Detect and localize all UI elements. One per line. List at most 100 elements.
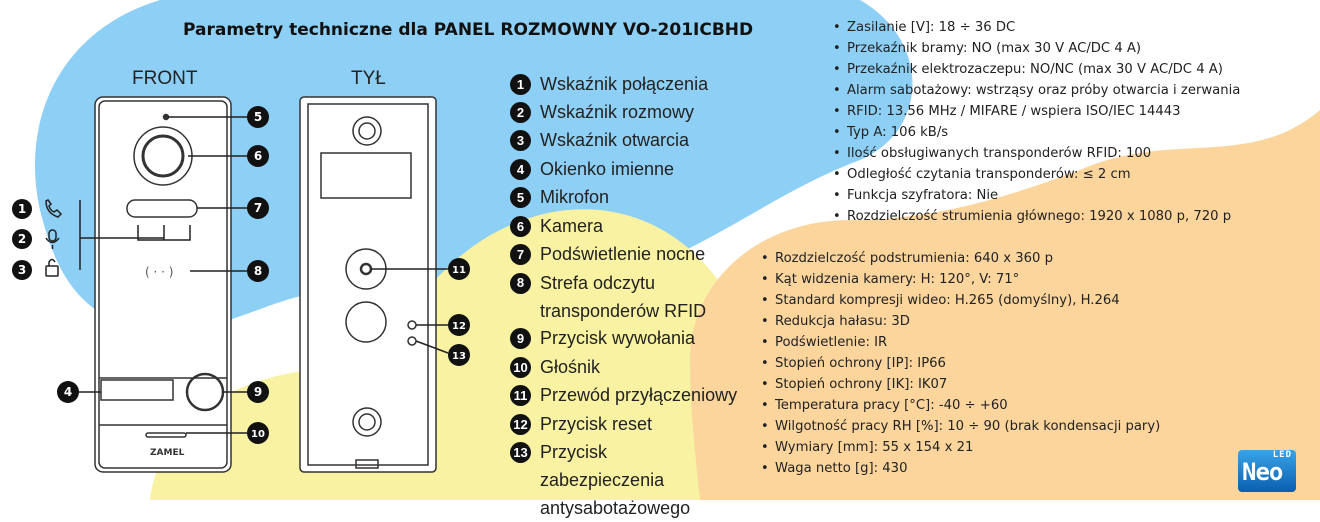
legend-item: 6 Kamera — [510, 212, 737, 240]
spec-item: Rozdzielczość podstrumienia: 640 x 360 p — [775, 248, 1160, 269]
svg-text:13: 13 — [452, 351, 466, 362]
specs-list-bottom: Rozdzielczość podstrumienia: 640 x 360 p… — [775, 248, 1160, 479]
legend-text: Wskaźnik otwarcia — [540, 130, 690, 151]
svg-text:12: 12 — [452, 321, 466, 332]
legend-text: Okienko imienne — [540, 158, 675, 179]
legend-item: 11 Przewód przyłączeniowy — [510, 382, 737, 410]
spec-item: Typ A: 106 kB/s — [847, 122, 1240, 143]
badge-11: 11 — [448, 258, 470, 280]
badge-8: 8 — [247, 260, 269, 282]
badge-4: 4 — [57, 381, 79, 403]
page-title: Parametry techniczne dla PANEL ROZMOWNY … — [183, 20, 754, 40]
legend-number: 12 — [510, 413, 531, 435]
badge-10: 10 — [247, 422, 269, 444]
front-panel: ZAMEL ( · · ) — [79, 96, 232, 473]
legend-text: Przycisk zabezpieczenia antysabotażowego — [540, 442, 691, 519]
spec-item: Stopień ochrony [IK]: IK07 — [775, 374, 1160, 395]
legend-item: 7 Podświetlenie nocne — [510, 240, 737, 268]
badge-1: 1 — [12, 199, 32, 219]
indicator-icons — [45, 199, 63, 277]
svg-text:4: 4 — [64, 385, 72, 399]
legend-number: 13 — [510, 442, 531, 464]
spec-item: Przekaźnik bramy: NO (max 30 V AC/DC 4 A… — [847, 38, 1240, 59]
spec-item: Alarm sabotażowy: wstrząsy oraz próby ot… — [847, 80, 1240, 101]
svg-text:6: 6 — [254, 149, 262, 163]
spec-item: Kąt widzenia kamery: H: 120°, V: 71° — [775, 269, 1160, 290]
phone-icon — [45, 199, 63, 218]
logo-neo-text: Neo — [1242, 458, 1283, 486]
legend-number: 2 — [510, 102, 531, 124]
badge-7: 7 — [247, 197, 269, 219]
legend-item: 2 Wskaźnik rozmowy — [510, 98, 737, 126]
spec-item: Standard kompresji wideo: H.265 (domyśln… — [775, 290, 1160, 311]
legend-number: 7 — [510, 244, 531, 266]
back-panel — [299, 96, 437, 473]
legend-number: 3 — [510, 130, 531, 152]
specs-list-top: Zasilanie [V]: 18 ÷ 36 DC Przekaźnik bra… — [847, 17, 1240, 227]
spec-item: Redukcja hałasu: 3D — [775, 311, 1160, 332]
legend-text: Strefa odczytu transponderów RFID — [540, 272, 707, 321]
brand-text: ZAMEL — [150, 448, 185, 458]
legend-item: 13 Przycisk zabezpieczenia antysabotażowe… — [510, 438, 730, 522]
spec-item: Przekaźnik elektrozaczepu: NO/NC (max 30… — [847, 59, 1240, 80]
svg-text:11: 11 — [452, 265, 466, 276]
callout-badges: 5 6 7 8 4 9 10 11 12 13 1 2 3 — [12, 106, 470, 444]
legend-item: 12 Przycisk reset — [510, 410, 737, 438]
spec-item: Zasilanie [V]: 18 ÷ 36 DC — [847, 17, 1240, 38]
microphone-icon — [45, 229, 60, 249]
legend-text: Wskaźnik rozmowy — [540, 102, 695, 123]
badge-12: 12 — [448, 314, 470, 336]
legend-number: 5 — [510, 187, 531, 209]
legend-list: 1 Wskaźnik połączenia 2 Wskaźnik rozmowy 3… — [510, 70, 737, 522]
spec-item: Temperatura pracy [°C]: -40 ÷ +60 — [775, 395, 1160, 416]
legend-number: 11 — [510, 385, 531, 407]
legend-text: Głośnik — [540, 356, 601, 377]
back-label: TYŁ — [351, 68, 386, 89]
legend-number: 10 — [510, 356, 531, 378]
legend-number: 8 — [510, 272, 531, 294]
legend-text: Przewód przyłączeniowy — [540, 385, 738, 406]
svg-text:8: 8 — [254, 264, 262, 278]
spec-item: Funkcja szyfratora: Nie — [847, 185, 1240, 206]
spec-item: Wilgotność pracy RH [%]: 10 ÷ 90 (brak k… — [775, 416, 1160, 437]
svg-text:( · · ): ( · · ) — [145, 265, 173, 279]
legend-item: 8 Strefa odczytu transponderów RFID — [510, 269, 710, 325]
svg-text:10: 10 — [251, 429, 265, 440]
svg-text:2: 2 — [18, 232, 26, 246]
unlock-icon — [45, 258, 59, 277]
spec-item: Waga netto [g]: 430 — [775, 458, 1160, 479]
svg-text:5: 5 — [254, 110, 262, 124]
legend-number: 6 — [510, 215, 531, 237]
legend-number: 1 — [510, 73, 531, 95]
spec-item: Ilość obsługiwanych transponderów RFID: … — [847, 143, 1240, 164]
legend-item: 1 Wskaźnik połączenia — [510, 70, 737, 98]
badge-13: 13 — [448, 344, 470, 366]
device-drawings: ZAMEL ( · · ) 5 6 7 8 4 9 10 11 12 13 1 … — [12, 96, 470, 473]
legend-text: Kamera — [540, 215, 604, 236]
ledneo-logo: LED Neo — [1238, 450, 1296, 492]
svg-text:9: 9 — [254, 385, 262, 399]
badge-2: 2 — [12, 229, 32, 249]
spec-item: RFID: 13.56 MHz / MIFARE / wspiera ISO/I… — [847, 101, 1240, 122]
legend-text: Podświetlenie nocne — [540, 244, 706, 265]
front-label: FRONT — [132, 68, 198, 89]
spec-item: Odległość czytania transponderów: ≤ 2 cm — [847, 164, 1240, 185]
legend-item: 3 Wskaźnik otwarcia — [510, 127, 737, 155]
callout-lines — [78, 116, 449, 434]
badge-6: 6 — [247, 145, 269, 167]
svg-text:3: 3 — [18, 263, 26, 277]
blue-blob — [35, 0, 913, 330]
badge-3: 3 — [12, 260, 32, 280]
badge-5: 5 — [247, 106, 269, 128]
svg-text:7: 7 — [254, 201, 262, 215]
spec-item: Podświetlenie: IR — [775, 332, 1160, 353]
badge-9: 9 — [247, 381, 269, 403]
legend-text: Wskaźnik połączenia — [540, 73, 709, 94]
spec-item: Rozdzielczość strumienia głównego: 1920 … — [847, 206, 1240, 227]
svg-text:1: 1 — [18, 202, 26, 216]
legend-text: Przycisk reset — [540, 413, 653, 434]
spec-item: Wymiary [mm]: 55 x 154 x 21 — [775, 437, 1160, 458]
